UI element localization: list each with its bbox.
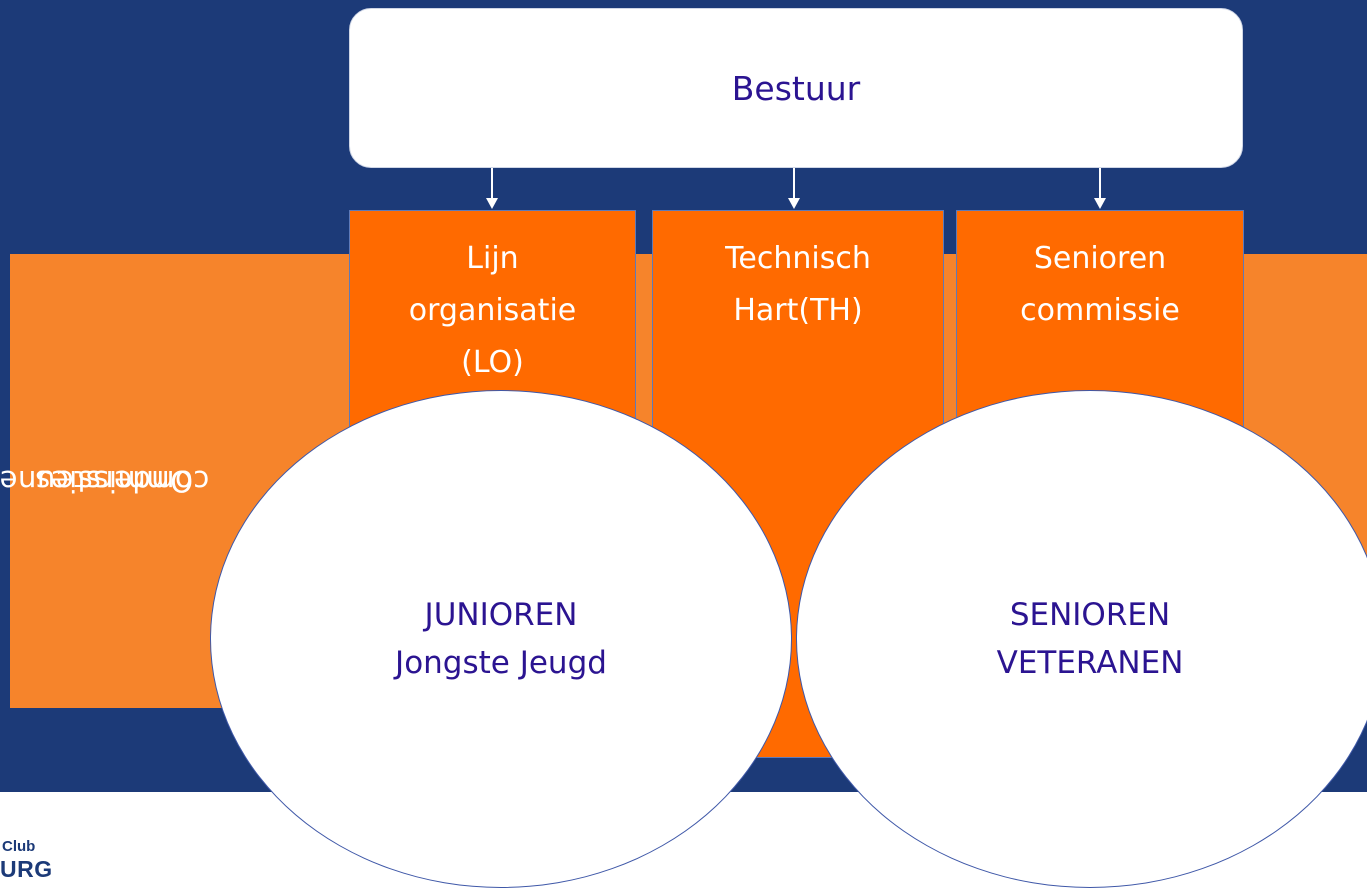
logo-line2: URG xyxy=(0,856,53,882)
support-label-line2: commissies xyxy=(34,464,210,498)
club-logo: Club URG xyxy=(0,832,60,888)
arrow-down-icon xyxy=(486,168,498,209)
logo-line1: Club xyxy=(2,838,36,855)
column-lo-line3: (LO) xyxy=(461,345,524,380)
bestuur-box: Bestuur xyxy=(349,8,1243,168)
column-th-line1: Technisch xyxy=(725,241,871,276)
column-lo-line1: Lijn xyxy=(466,241,519,276)
column-sc-line2: commissie xyxy=(1020,293,1180,328)
column-th-line2: Hart(TH) xyxy=(733,293,863,328)
circle-junioren-line1: JUNIOREN xyxy=(424,597,578,633)
circle-senioren: SENIOREN VETERANEN xyxy=(796,390,1367,888)
bestuur-label: Bestuur xyxy=(731,68,861,108)
circle-senioren-line2: VETERANEN xyxy=(996,645,1184,681)
arrow-down-icon xyxy=(788,168,800,209)
circle-junioren: JUNIOREN Jongste Jeugd xyxy=(210,390,792,888)
circle-senioren-line1: SENIOREN xyxy=(1009,597,1171,633)
circle-junioren-line2: Jongste Jeugd xyxy=(395,645,607,681)
arrow-down-icon xyxy=(1094,168,1106,209)
column-lo-line2: organisatie xyxy=(408,293,577,328)
support-commissions-label: Ondersteunende commissies xyxy=(0,254,209,708)
column-sc-line1: Senioren xyxy=(1033,241,1167,276)
